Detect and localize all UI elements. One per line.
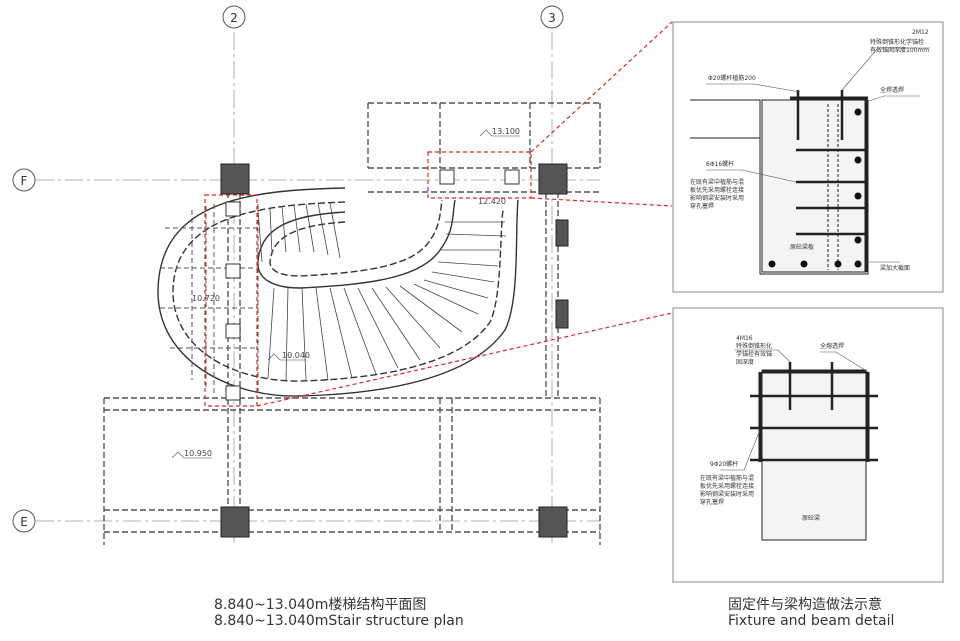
grid-label-2: 2 <box>230 11 238 25</box>
detail-note: 原砼梁 <box>802 514 820 522</box>
level-tag: 10.720 <box>192 294 220 303</box>
embed-plate <box>225 201 241 217</box>
detail-note: 板优先采用螺栓连接 <box>690 186 744 194</box>
detail-bottom-drawing <box>758 369 870 541</box>
callout-box-top <box>427 151 532 199</box>
grid-label-3: 3 <box>548 11 556 25</box>
detail-note: 9Φ20螺杆 <box>710 460 738 468</box>
detail-note: 在既有梁中植筋与混 <box>700 474 754 482</box>
grid-bubble-3 <box>540 5 564 29</box>
detail-note: 原砼梁板 <box>790 243 814 251</box>
detail-note: 2M12 <box>912 29 929 36</box>
detail-note: 有效锚固深度100mm <box>870 46 929 54</box>
detail-bottom-leaders <box>720 349 869 471</box>
column-E3 <box>538 506 568 538</box>
callout-lines <box>204 21 673 407</box>
detail-caption-en: Fixture and beam detail <box>728 613 895 629</box>
detail-note: 影响钢梁安装时采用 <box>700 490 754 498</box>
detail-note: 穿孔塞焊 <box>690 202 714 210</box>
detail-note: 板优先采用螺栓连接 <box>700 482 754 490</box>
detail-note: 穿孔塞焊 <box>700 498 724 506</box>
detail-note: 梁加大截面 <box>880 264 910 272</box>
grid-lines <box>36 32 600 545</box>
detail-note: 全熔透焊 <box>820 342 844 350</box>
columns <box>220 163 569 538</box>
grid-bubble-F <box>12 168 36 192</box>
embed-plate <box>225 385 241 401</box>
wall-pier-2 <box>555 299 569 329</box>
embed-plate <box>225 323 241 339</box>
column-F2 <box>220 163 250 195</box>
detail-bottom-bolts <box>750 362 878 462</box>
detail-bottom-notes: 4M16 特殊倒锥形化 学锚栓有效锚 固深度 全熔透焊 9Φ20螺杆 在既有梁中… <box>700 335 844 522</box>
level-tag: 10.040 <box>282 351 310 360</box>
embed-plate <box>504 169 520 185</box>
detail-note: 影响钢梁安装时采用 <box>690 194 744 202</box>
detail-top-leaders <box>706 47 930 263</box>
grid-label-E: E <box>20 515 28 529</box>
stair-stringers <box>157 187 519 397</box>
detail-top-drawing <box>690 96 869 275</box>
grid-bubbles <box>12 5 564 533</box>
callout-box-left <box>204 194 258 407</box>
beams <box>103 102 601 545</box>
detail-note: 特殊倒锥形化学锚栓 <box>870 38 924 46</box>
detail-note: 学锚栓有效锚 <box>736 350 772 358</box>
embed-plate <box>225 263 241 279</box>
detail-note: 特殊倒锥形化 <box>736 342 772 350</box>
detail-note: 全焊透焊 <box>880 86 904 94</box>
wall-pier-1 <box>555 219 569 247</box>
detail-note: 6Φ16螺杆 <box>706 160 734 168</box>
detail-top-notes: 2M12 特殊倒锥形化学锚栓 有效锚固深度100mm Φ20螺杆植筋200 全焊… <box>690 29 929 272</box>
level-tag: 10.950 <box>184 449 212 458</box>
column-E2 <box>220 506 250 538</box>
detail-note: Φ20螺杆植筋200 <box>708 74 756 82</box>
detail-caption-cn: 固定件与梁构造做法示意 <box>728 597 882 613</box>
detail-top-rebars <box>768 108 862 268</box>
grid-label-F: F <box>21 174 28 188</box>
detail-note: 4M16 <box>736 335 753 342</box>
grid-bubble-E <box>12 509 36 533</box>
detail-note: 在既有梁中植筋与混 <box>690 178 744 186</box>
level-tag: 12.420 <box>478 197 506 206</box>
embed-plates <box>225 169 520 401</box>
detail-note: 固深度 <box>736 358 754 366</box>
detail-top-bolts <box>796 90 866 236</box>
landing-slab-lines <box>160 204 259 394</box>
level-tag: 13.100 <box>492 127 520 136</box>
stair-treads <box>257 202 507 381</box>
plan-caption-cn: 8.840~13.040m楼梯结构平面图 <box>214 597 427 613</box>
embed-plate <box>439 169 455 185</box>
grid-bubble-2 <box>222 5 246 29</box>
column-F3 <box>538 163 568 195</box>
plan-caption-en: 8.840~13.040mStair structure plan <box>214 613 464 629</box>
level-tag-markers <box>171 129 520 459</box>
